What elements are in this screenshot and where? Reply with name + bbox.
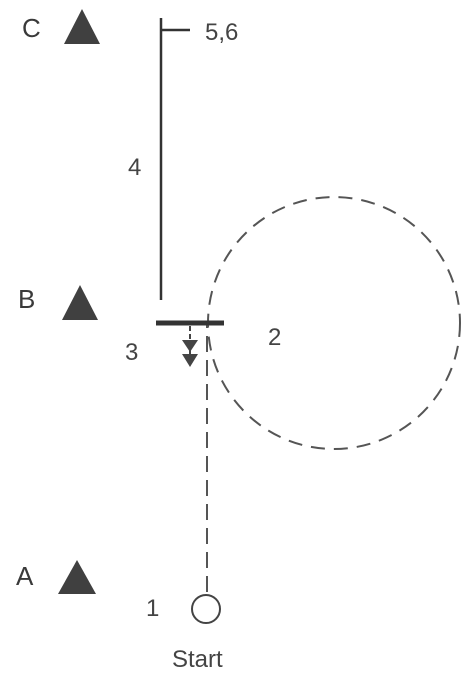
cone-b-icon xyxy=(62,285,98,320)
dashed-circle-path xyxy=(207,196,461,450)
start-circle-icon xyxy=(191,594,221,624)
cone-c-label: C xyxy=(22,13,41,43)
cone-c-icon xyxy=(64,9,100,44)
step-2-label: 2 xyxy=(268,324,281,351)
down-arrow-icon xyxy=(182,326,198,367)
cone-a-label: A xyxy=(16,561,34,591)
step-5-6-label: 5,6 xyxy=(205,19,238,46)
step-3-label: 3 xyxy=(125,339,138,366)
cone-b-label: B xyxy=(18,284,35,314)
start-label: Start xyxy=(172,646,223,673)
cone-a-icon xyxy=(58,560,96,594)
step-1-label: 1 xyxy=(146,595,159,622)
step-4-label: 4 xyxy=(128,154,141,181)
